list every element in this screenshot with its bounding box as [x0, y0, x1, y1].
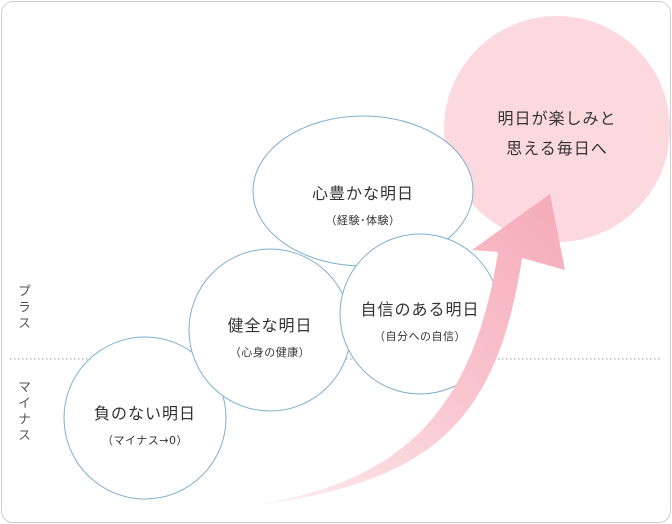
stage-subtitle: （マイナス→0）: [102, 434, 188, 447]
stage-label-no-negative: 負のない明日 （マイナス→0）: [45, 400, 245, 448]
stage-label-rich: 心豊かな明日 （経験･体験）: [263, 180, 463, 228]
stage-title: 負のない明日: [93, 404, 196, 423]
goal-label: 明日が楽しみと 思える毎日へ: [457, 104, 657, 164]
stage-subtitle: （経験･体験）: [325, 214, 401, 227]
goal-line-1: 明日が楽しみと: [497, 109, 617, 128]
stage-label-confident: 自信のある明日 （自分への自信）: [320, 296, 520, 344]
stage-subtitle: （自分への自信）: [374, 330, 466, 343]
minus-axis-label: マイナス: [15, 380, 30, 444]
stage-circle-no-negative: [63, 336, 227, 500]
stage-title: 自信のある明日: [360, 300, 480, 319]
stage-title: 心豊かな明日: [311, 184, 414, 203]
stage-subtitle: （心身の健康）: [229, 346, 311, 359]
growth-arrow: [257, 194, 565, 505]
stage-label-healthy: 健全な明日 （心身の健康）: [170, 312, 370, 360]
goal-circle: [444, 16, 670, 242]
plus-axis-label: プラス: [15, 284, 30, 332]
stage-title: 健全な明日: [227, 316, 313, 335]
goal-line-2: 思える毎日へ: [506, 139, 608, 158]
